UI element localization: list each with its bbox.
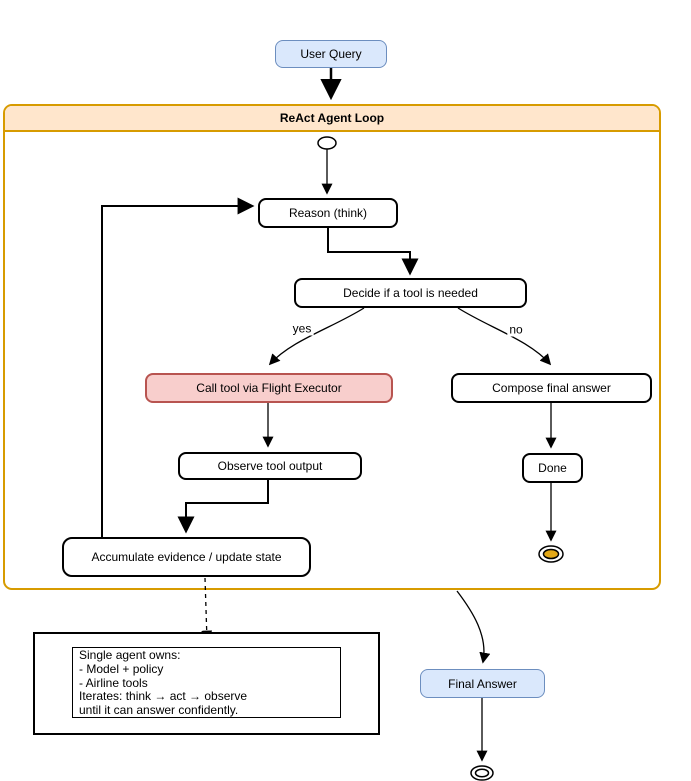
edge-label-yes: yes xyxy=(290,321,314,336)
note-line: Single agent owns: xyxy=(79,648,181,662)
node-decide: Decide if a tool is needed xyxy=(294,278,527,308)
note-inner-box: Single agent owns: - Model + policy - Ai… xyxy=(72,647,341,718)
terminate-state-icon xyxy=(538,545,564,563)
note-line: Iterates: think → act → observe xyxy=(79,689,248,704)
node-decide-label: Decide if a tool is needed xyxy=(343,286,478,300)
node-compose-label: Compose final answer xyxy=(492,381,611,395)
node-done-label: Done xyxy=(538,461,567,475)
node-final-answer-label: Final Answer xyxy=(448,676,517,691)
node-user-query-label: User Query xyxy=(300,47,362,61)
node-call-tool-label: Call tool via Flight Executor xyxy=(196,381,342,395)
node-call-tool: Call tool via Flight Executor xyxy=(145,373,393,403)
start-state-icon xyxy=(317,136,337,150)
edge-accumulate-to-reason xyxy=(101,197,255,537)
node-observe: Observe tool output xyxy=(178,452,362,480)
node-accumulate-label: Accumulate evidence / update state xyxy=(91,550,282,564)
edge-loop-to-final-answer xyxy=(456,590,491,664)
edge-reason-to-decide xyxy=(327,228,419,276)
edge-label-no: no xyxy=(507,322,525,337)
note-line: until it can answer confidently. xyxy=(79,703,239,718)
node-user-query: User Query xyxy=(275,40,387,68)
node-reason: Reason (think) xyxy=(258,198,398,228)
note-line: - Airline tools xyxy=(79,675,148,690)
edge-decide-yes-to-call-tool xyxy=(268,307,365,366)
node-final-answer: Final Answer xyxy=(420,669,545,698)
edge-observe-to-accumulate xyxy=(177,480,269,534)
node-accumulate: Accumulate evidence / update state xyxy=(62,537,311,577)
node-compose: Compose final answer xyxy=(451,373,652,403)
react-agent-loop-title: ReAct Agent Loop xyxy=(5,106,659,132)
note-line: - Model + policy xyxy=(79,661,164,676)
react-agent-loop-container: ReAct Agent Loop xyxy=(3,104,661,590)
node-reason-label: Reason (think) xyxy=(288,206,368,220)
node-observe-label: Observe tool output xyxy=(217,459,323,473)
edge-decide-no-to-compose xyxy=(457,307,552,366)
edge-accumulate-to-note xyxy=(201,577,213,642)
final-state-icon xyxy=(470,765,494,781)
node-done: Done xyxy=(522,453,583,483)
